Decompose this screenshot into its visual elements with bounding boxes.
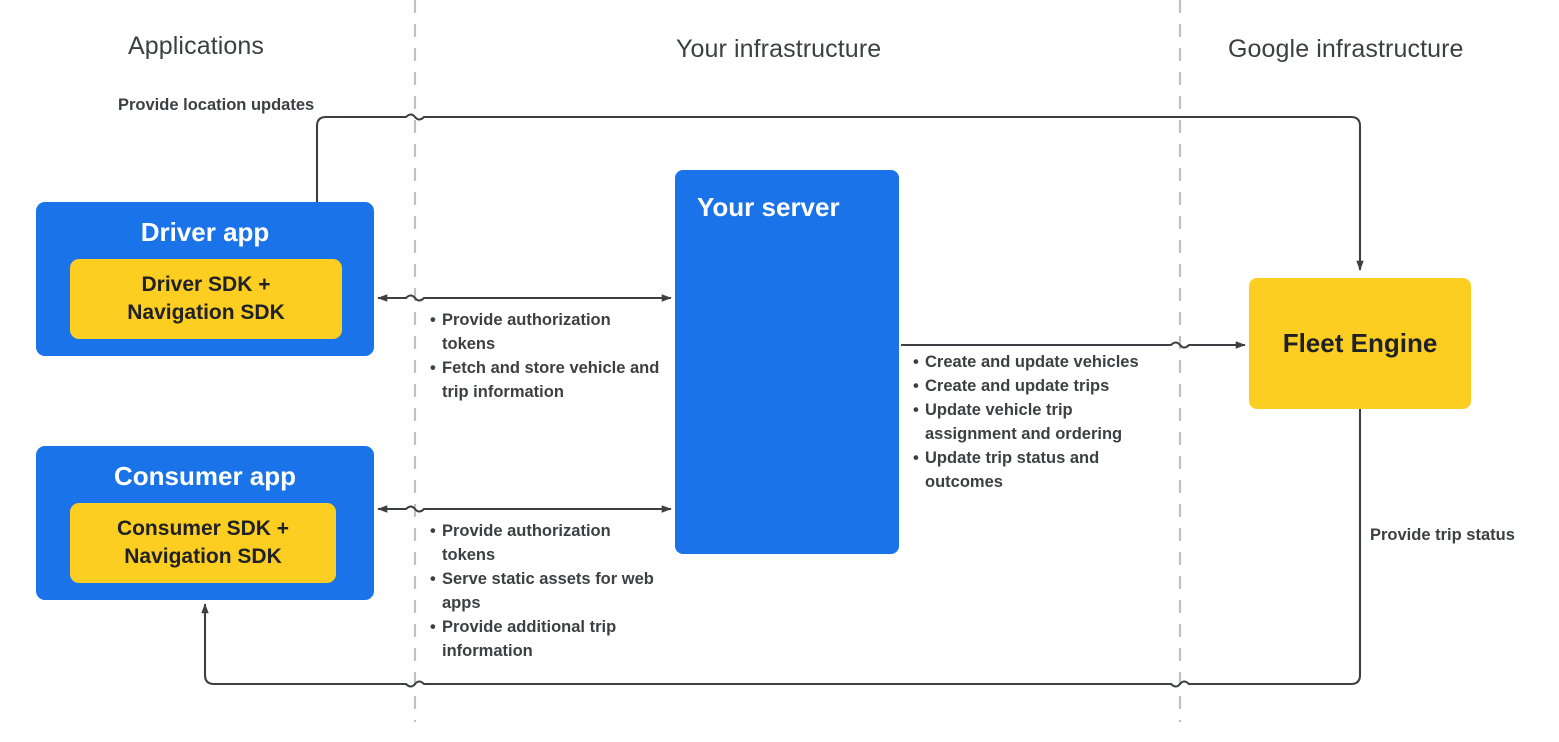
edge-server-fleet bbox=[901, 341, 1246, 349]
bullet-item: Update vehicle trip assignment and order… bbox=[913, 398, 1163, 446]
driver-sdk-line-1: Driver SDK + bbox=[141, 273, 271, 297]
bullet-item: Provide additional trip information bbox=[430, 615, 660, 663]
consumer-sdk-line-2: Navigation SDK bbox=[124, 545, 282, 568]
zone-title-your-infrastructure: Your infrastructure bbox=[676, 35, 882, 63]
edge-label-location-updates: Provide location updates bbox=[118, 96, 315, 114]
consumer-sdk-line-1: Consumer SDK + bbox=[116, 517, 290, 541]
bullet-item: Fetch and store vehicle and trip informa… bbox=[430, 356, 660, 404]
node-driver-app: Driver app Driver SDK + Navigation SDK bbox=[36, 202, 374, 356]
edge-driver-server bbox=[377, 294, 672, 302]
node-consumer-sdk: Consumer SDK + Navigation SDK bbox=[70, 503, 336, 583]
node-your-server: Your server bbox=[675, 170, 899, 554]
node-fleet-engine: Fleet Engine bbox=[1249, 278, 1471, 409]
your-server-title: Your server bbox=[697, 192, 840, 222]
fleet-engine-title: Fleet Engine bbox=[1282, 328, 1438, 358]
edge-consumer-server bbox=[377, 505, 672, 513]
bullet-item: Create and update trips bbox=[913, 374, 1163, 398]
bullet-item: Update trip status and outcomes bbox=[913, 446, 1163, 494]
consumer-app-title: Consumer app bbox=[113, 461, 297, 491]
edge-label-driver-server: Provide authorization tokens Fetch and s… bbox=[430, 308, 660, 404]
edge-label-server-fleet: Create and update vehicles Create and up… bbox=[913, 350, 1163, 494]
edge-label-consumer-server: Provide authorization tokens Serve stati… bbox=[430, 519, 660, 663]
bullet-item: Provide authorization tokens bbox=[430, 519, 660, 567]
bullet-item: Serve static assets for web apps bbox=[430, 567, 660, 615]
zone-title-applications: Applications bbox=[128, 32, 265, 60]
zone-title-google-infrastructure: Google infrastructure bbox=[1228, 35, 1464, 63]
node-driver-sdk: Driver SDK + Navigation SDK bbox=[70, 259, 342, 339]
bullet-item: Provide authorization tokens bbox=[430, 308, 660, 356]
edge-label-trip-status: Provide trip status bbox=[1370, 526, 1515, 544]
bullet-item: Create and update vehicles bbox=[913, 350, 1163, 374]
node-consumer-app: Consumer app Consumer SDK + Navigation S… bbox=[36, 446, 374, 600]
driver-app-title: Driver app bbox=[140, 217, 270, 247]
driver-sdk-line-2: Navigation SDK bbox=[127, 301, 285, 324]
